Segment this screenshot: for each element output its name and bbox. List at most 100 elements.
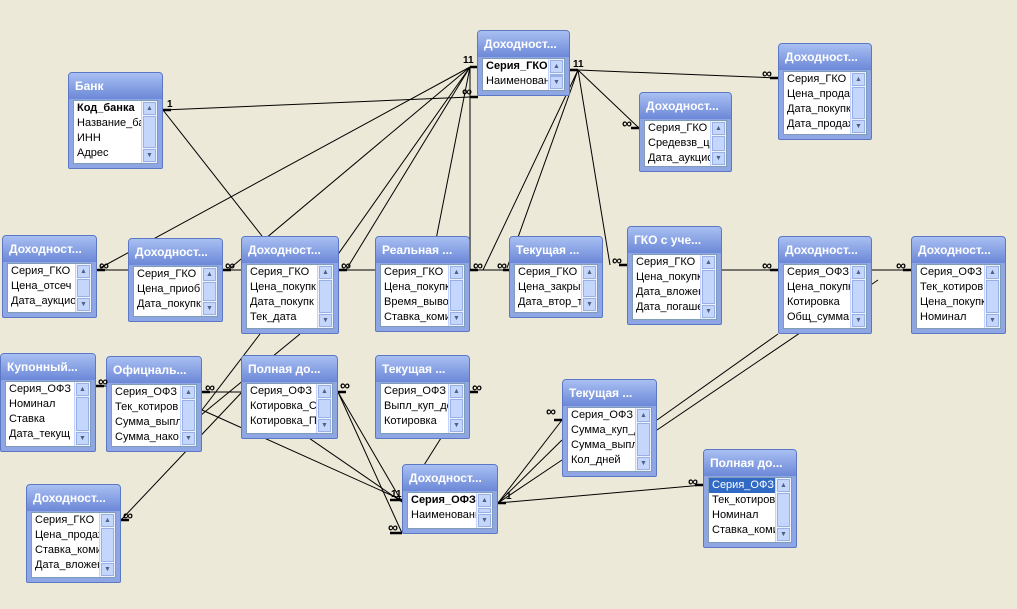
table-title[interactable]: Доходност... [129, 239, 222, 265]
field-item[interactable]: Серия_ОФЗ [787, 266, 849, 278]
field-item[interactable]: Цена_покупк [787, 281, 850, 293]
scroll-up-arrow-icon[interactable]: ▲ [637, 409, 650, 422]
field-item[interactable]: Котировка_П [250, 415, 316, 427]
relationship-line[interactable] [345, 66, 471, 271]
scrollbar[interactable]: ▲▼ [775, 478, 791, 542]
scroll-thumb[interactable] [702, 270, 715, 304]
scroll-thumb[interactable] [182, 400, 195, 431]
field-item[interactable]: Серия_ГКО [11, 265, 71, 277]
field-item[interactable]: Цена_покупк [250, 281, 316, 293]
relationship-line[interactable] [497, 459, 563, 504]
field-item[interactable]: Дата_покупк [137, 298, 201, 310]
scroll-down-arrow-icon[interactable]: ▼ [852, 314, 865, 327]
scrollbar[interactable]: ▲▼ [141, 101, 157, 163]
field-item[interactable]: Серия_ОФЗ [115, 386, 177, 398]
table-title[interactable]: Доходност... [779, 237, 871, 263]
scroll-down-arrow-icon[interactable]: ▼ [852, 120, 865, 133]
scroll-up-arrow-icon[interactable]: ▲ [77, 265, 90, 278]
field-item[interactable]: Серия_ГКО [648, 122, 708, 134]
field-item[interactable]: Котировка [384, 415, 437, 427]
table-title[interactable]: Офицналь... [107, 357, 201, 383]
scroll-up-arrow-icon[interactable]: ▲ [712, 122, 725, 135]
scroll-down-arrow-icon[interactable]: ▼ [101, 563, 114, 576]
scroll-thumb[interactable] [450, 280, 463, 311]
field-item[interactable]: Дата_вложен [35, 559, 99, 571]
field-item[interactable]: Серия_ОФЗ [920, 266, 982, 278]
table-title[interactable]: Текущая ... [510, 237, 602, 263]
relationship-line[interactable] [120, 391, 243, 521]
table-dohodnost-prodazha[interactable]: Доходност...Серия_ГКОЦена_продажДата_пок… [778, 43, 872, 140]
relationship-line[interactable] [162, 96, 471, 111]
scroll-thumb[interactable] [450, 399, 463, 418]
field-item[interactable]: Ставка_коми [35, 544, 99, 556]
field-item[interactable]: Дата_покупк [787, 103, 850, 115]
relationship-line[interactable] [162, 109, 263, 237]
scroll-down-arrow-icon[interactable]: ▼ [986, 314, 999, 327]
field-item[interactable]: Выпл_куп_до [384, 400, 448, 412]
field-item[interactable]: Цена_продаж [787, 88, 850, 100]
field-item[interactable]: Сумма_куп_д [571, 424, 635, 436]
scroll-thumb[interactable] [637, 423, 650, 456]
scroll-up-arrow-icon[interactable]: ▲ [478, 494, 491, 507]
scroll-thumb[interactable] [583, 280, 596, 297]
scrollbar[interactable]: ▲▼ [984, 265, 1000, 328]
field-item[interactable]: Серия_ОФЗ [250, 385, 312, 397]
field-item[interactable]: Котировка [787, 296, 840, 308]
field-item[interactable]: Тек_котиров [712, 494, 775, 506]
field-list[interactable]: Серия_ГКОНаименовани▲▼ [482, 58, 565, 91]
scroll-up-arrow-icon[interactable]: ▲ [583, 266, 596, 279]
scroll-down-arrow-icon[interactable]: ▼ [712, 152, 725, 165]
field-item[interactable]: Дата_погаше [636, 301, 700, 313]
scroll-down-arrow-icon[interactable]: ▼ [182, 432, 195, 445]
field-item[interactable]: Цена_покупк [384, 281, 448, 293]
scroll-thumb[interactable] [478, 508, 491, 513]
field-item[interactable]: Цена_закрыт [518, 281, 581, 293]
scroll-up-arrow-icon[interactable]: ▲ [986, 266, 999, 279]
scroll-up-arrow-icon[interactable]: ▲ [203, 268, 216, 281]
scroll-down-arrow-icon[interactable]: ▼ [777, 528, 790, 541]
scroll-up-arrow-icon[interactable]: ▲ [182, 386, 195, 399]
scroll-up-arrow-icon[interactable]: ▲ [76, 383, 89, 396]
scrollbar[interactable]: ▲▼ [74, 382, 90, 446]
field-item[interactable]: Дата_вложен [636, 286, 700, 298]
scroll-down-arrow-icon[interactable]: ▼ [318, 419, 331, 432]
field-item[interactable]: Сумма_выпл [571, 439, 635, 451]
relationship-line[interactable] [99, 66, 471, 269]
scroll-up-arrow-icon[interactable]: ▲ [777, 479, 790, 492]
field-item[interactable]: Серия_ОФЗ [411, 494, 476, 506]
table-title[interactable]: Доходност... [242, 237, 338, 263]
table-title[interactable]: Доходност... [403, 465, 497, 491]
field-item[interactable]: Серия_ОФЗ [709, 478, 775, 493]
scroll-down-arrow-icon[interactable]: ▼ [143, 149, 156, 162]
field-item[interactable]: Номинал [712, 509, 759, 521]
scrollbar[interactable]: ▲▼ [99, 513, 115, 577]
table-title[interactable]: Доходност... [640, 93, 731, 119]
field-item[interactable]: Адрес [77, 147, 109, 159]
field-item[interactable]: Тек_котиров [115, 401, 179, 413]
table-title[interactable]: Реальная ... [376, 237, 469, 263]
scroll-thumb[interactable] [77, 279, 90, 297]
relationship-line[interactable] [577, 69, 611, 266]
field-item[interactable]: Серия_ГКО [787, 73, 847, 85]
field-item[interactable]: Кол_дней [571, 454, 621, 466]
